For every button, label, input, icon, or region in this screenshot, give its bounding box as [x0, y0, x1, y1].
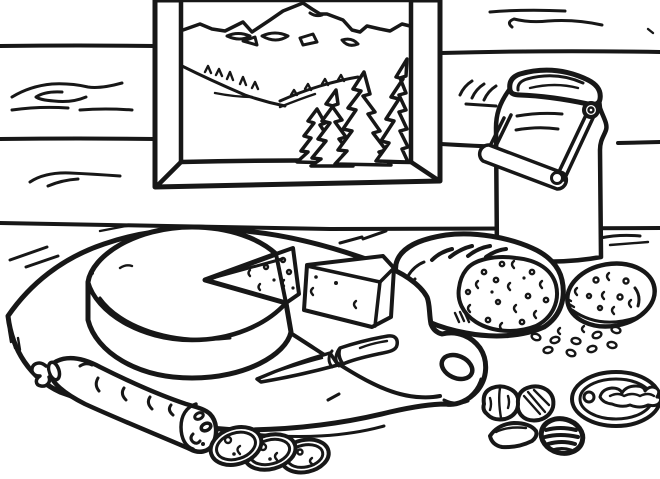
- loaf-score-marks: [403, 244, 508, 294]
- butter-pat: [582, 390, 596, 404]
- loaf-crumb-texture: [453, 259, 550, 332]
- table-grain: [8, 224, 650, 269]
- frame-bevel-right: [408, 159, 441, 183]
- butter-plate: [570, 370, 660, 428]
- slice-crumb-texture: [564, 271, 633, 316]
- wheel-surface-mark: [90, 271, 94, 275]
- wedge-holes: [309, 275, 358, 310]
- walnut-whole-right: [515, 384, 556, 423]
- wheel-body: [85, 224, 294, 381]
- wall-planks: [0, 8, 660, 188]
- can-handle-grip: [477, 143, 569, 191]
- walnut-half-shell: [488, 421, 539, 450]
- pine-tree-4: [374, 57, 410, 164]
- walnuts: [481, 384, 586, 456]
- walnut-whole-left: [481, 384, 521, 422]
- can-handle-pivot: [582, 101, 600, 119]
- wood-knot-upper-right: [488, 8, 655, 35]
- sausage-cut-rim: [179, 402, 198, 451]
- loaf-cut-face: [456, 255, 559, 333]
- board-edge-curve: [290, 332, 442, 400]
- sausage-tie: [46, 360, 62, 382]
- scratch-marks: [458, 79, 498, 108]
- crumbs: [530, 324, 622, 358]
- bread-loaf: [392, 231, 566, 339]
- sausage-cut-holes: [189, 411, 213, 446]
- walnut-half-kernel: [538, 416, 586, 456]
- wood-knot-upper-left: [10, 81, 134, 112]
- cheese-wedge: [302, 254, 396, 329]
- foreground-ridge: [278, 73, 360, 109]
- knife-handle: [337, 334, 399, 366]
- mountain-view: [180, 1, 412, 168]
- pine-trees: [295, 57, 410, 168]
- wheel-cut-holes: [247, 256, 295, 292]
- wedge-body: [302, 254, 396, 329]
- bread-slice: [564, 261, 657, 329]
- snow-patches: [225, 31, 360, 47]
- salami-slice-left: [208, 425, 264, 467]
- knife-bolster: [327, 349, 334, 369]
- cheese-wheel: [85, 224, 301, 381]
- butter-curl: [598, 384, 660, 409]
- pine-tree-3: [333, 70, 393, 167]
- sausage-knot: [30, 361, 52, 388]
- can-bail-handle: [477, 101, 600, 191]
- knife: [255, 334, 399, 384]
- mountain-ridge: [181, 1, 412, 34]
- frame-bevel-left: [154, 159, 184, 189]
- window: [152, 0, 443, 190]
- sausage-slices: [208, 425, 331, 475]
- board-handle-hole: [439, 352, 475, 382]
- sausage-marks: [78, 362, 175, 417]
- wood-knot-lower-left: [28, 171, 122, 188]
- mid-ridge: [180, 64, 287, 108]
- milk-can: [477, 67, 609, 264]
- slice-crust: [565, 261, 657, 329]
